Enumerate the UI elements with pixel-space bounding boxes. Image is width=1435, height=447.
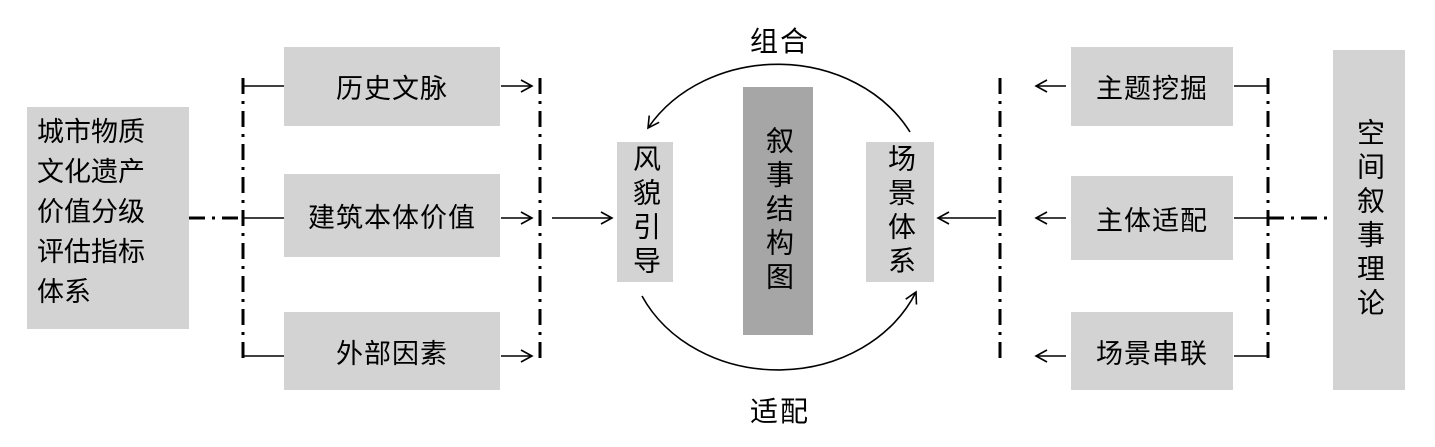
factor-box-scene-linking: 场景串联 bbox=[1071, 312, 1233, 390]
factor-box-theme-mining: 主题挖掘 bbox=[1071, 47, 1233, 126]
source-line: 文化遗产 bbox=[37, 157, 145, 188]
factor-label: 主体适配 bbox=[1096, 205, 1208, 237]
source-line: 城市物质 bbox=[37, 117, 145, 148]
theory-box-spatial-narrative: 空间叙事理论 bbox=[1333, 50, 1405, 390]
factor-label: 外部因素 bbox=[336, 338, 448, 370]
source-box-heritage-index: 城市物质 文化遗产 价值分级 评估指标 体系 bbox=[27, 107, 189, 329]
factor-label: 建筑本体价值 bbox=[308, 203, 476, 234]
top-arc bbox=[647, 63, 911, 133]
factor-box-history: 历史文脉 bbox=[284, 47, 500, 126]
top-arc-label: 组合 bbox=[750, 25, 811, 58]
bottom-arc bbox=[641, 290, 918, 371]
factor-box-building-value: 建筑本体价值 bbox=[284, 174, 500, 257]
center-box-narrative-structure: 叙事结构图 bbox=[743, 87, 813, 335]
factor-label: 历史文脉 bbox=[336, 74, 448, 105]
factor-box-subject-adaptation: 主体适配 bbox=[1071, 176, 1233, 260]
source-line: 体系 bbox=[37, 277, 91, 308]
center-label: 风貌引导 bbox=[629, 144, 662, 280]
source-line: 价值分级 bbox=[37, 197, 145, 228]
center-box-style-guidance: 风貌引导 bbox=[617, 142, 673, 282]
center-box-scene-system: 场景体系 bbox=[866, 142, 934, 282]
center-label: 场景体系 bbox=[884, 144, 917, 280]
factor-label: 主题挖掘 bbox=[1096, 74, 1208, 105]
bottom-arc-label: 适配 bbox=[750, 395, 811, 428]
source-line: 评估指标 bbox=[37, 237, 145, 268]
factor-box-external: 外部因素 bbox=[284, 312, 500, 390]
center-label: 叙事结构图 bbox=[762, 126, 795, 296]
theory-label: 空间叙事理论 bbox=[1353, 118, 1386, 322]
factor-label: 场景串联 bbox=[1096, 338, 1208, 370]
